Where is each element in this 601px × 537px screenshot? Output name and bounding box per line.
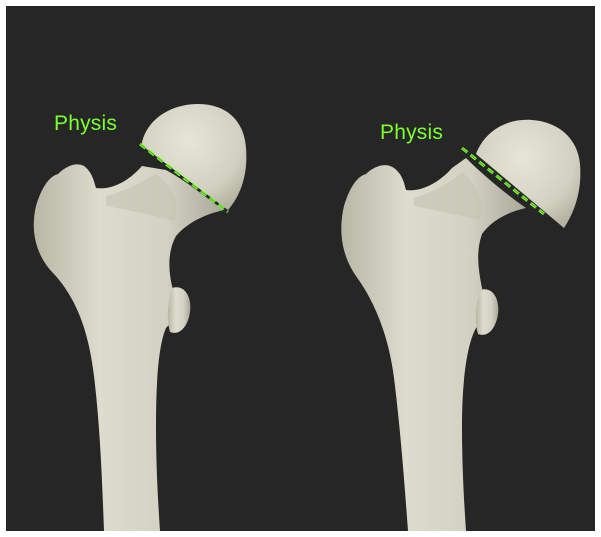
left-femur: [34, 104, 247, 531]
physis-label-left: Physis: [54, 112, 117, 136]
physis-label-right: Physis: [380, 121, 443, 145]
right-femur: [341, 120, 580, 531]
scene-background: Physis Physis: [6, 6, 595, 531]
femur-illustration: [6, 6, 595, 531]
